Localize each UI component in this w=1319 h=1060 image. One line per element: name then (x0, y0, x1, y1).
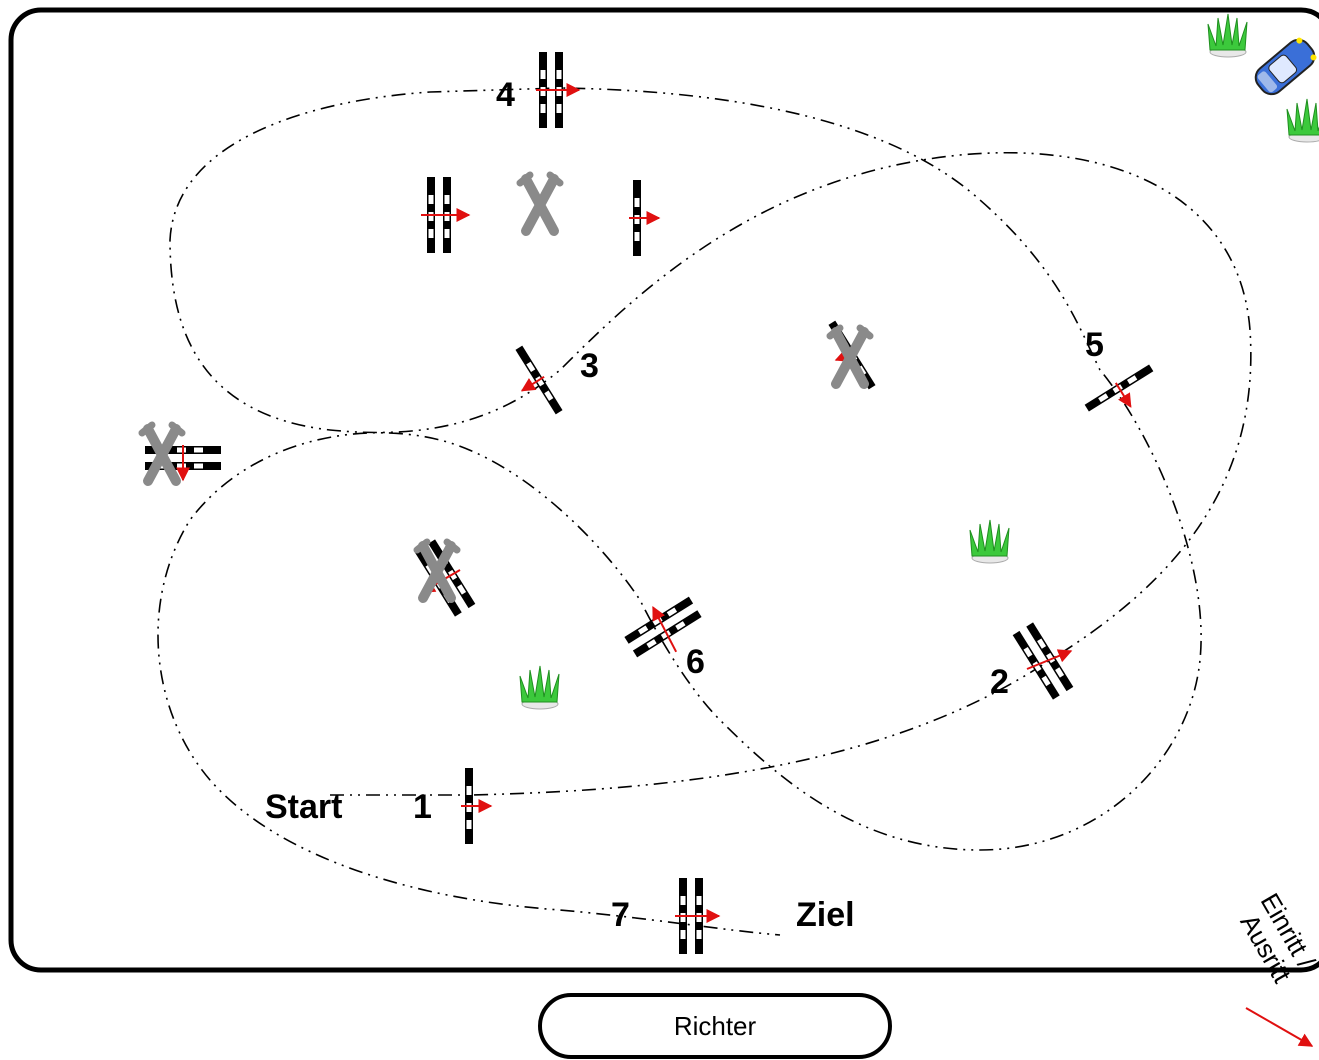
obstacle-4-number: 4 (496, 76, 515, 114)
entrance-arrow-icon (1245, 1007, 1314, 1047)
obstacle-5-number: 5 (1085, 326, 1104, 364)
obstacle-2-number: 2 (990, 663, 1009, 701)
obstacle-7-number: 7 (611, 896, 630, 934)
left-oxer-cross (142, 425, 221, 481)
spare-oxer (421, 177, 471, 253)
obstacle-1-number: 1 (413, 788, 432, 826)
start-label: Start (265, 788, 342, 826)
judge-label: Richter (674, 1011, 757, 1041)
obstacle-2 (1012, 622, 1074, 700)
course-path (157, 87, 1252, 936)
plant-icon (1207, 13, 1248, 58)
center-cross-vertical (828, 320, 876, 390)
obstacle-6 (624, 596, 702, 658)
finish-label: Ziel (796, 896, 855, 934)
obstacle-7 (675, 878, 721, 954)
judge-box (538, 993, 892, 1059)
lower-left-oxer-cross (415, 539, 476, 617)
obstacle-5 (1084, 364, 1154, 412)
obstacle-3 (515, 345, 563, 415)
plant-icon (969, 519, 1010, 564)
plant-icon (1286, 98, 1319, 143)
obstacle-1 (461, 768, 493, 844)
obstacle-6-number: 6 (686, 643, 705, 681)
car-icon (1254, 37, 1317, 96)
spare-vertical (629, 180, 661, 256)
entrance-label: Einritt / Ausritt (1234, 888, 1319, 988)
arena-border (8, 7, 1319, 973)
cross-rail-top (520, 175, 560, 231)
obstacle-3-number: 3 (580, 347, 599, 385)
plant-icon (519, 665, 560, 710)
obstacle-4 (536, 52, 581, 128)
